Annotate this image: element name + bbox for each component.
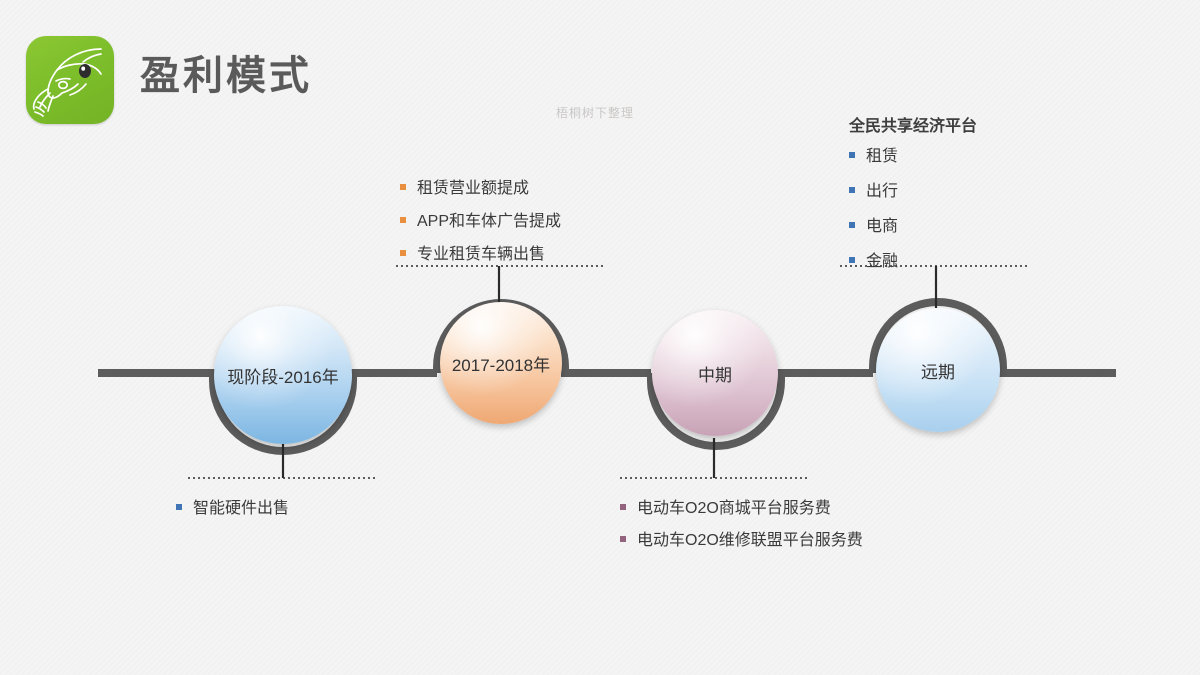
callout-bottom-left-list: 智能硬件出售 [176, 494, 289, 518]
timeline-node-2[interactable]: 2017-2018年 [440, 302, 562, 424]
list-item: 智能硬件出售 [176, 494, 289, 518]
callout-top-right-header: 全民共享经济平台 [849, 118, 978, 135]
callout-top-left: 租赁营业额提成 APP和车体广告提成 专业租赁车辆出售 [400, 174, 561, 273]
bullet-square-icon [849, 187, 855, 193]
callout-top-right-list: 租赁 出行 电商 金融 [849, 142, 977, 271]
list-item: 专业租赁车辆出售 [400, 240, 561, 264]
bullet-square-icon [620, 504, 626, 510]
list-item: 金融 [849, 247, 977, 271]
list-item: APP和车体广告提成 [400, 207, 561, 231]
bullet-square-icon [620, 536, 626, 542]
bullet-square-icon [849, 257, 855, 263]
list-item-label: 电动车O2O维修联盟平台服务费 [637, 532, 863, 549]
list-item: 租赁营业额提成 [400, 174, 561, 198]
bullet-square-icon [849, 222, 855, 228]
timeline-node-1-label: 现阶段-2016年 [227, 367, 339, 387]
timeline-node-3-label: 中期 [698, 365, 732, 385]
bullet-square-icon [400, 184, 406, 190]
bullet-square-icon [400, 250, 406, 256]
list-item-label: 出行 [866, 183, 899, 200]
list-item-label: 金融 [866, 253, 899, 270]
list-item: 电商 [849, 212, 977, 236]
callout-bottom-middle-list: 电动车O2O商城平台服务费 电动车O2O维修联盟平台服务费 [620, 494, 863, 550]
list-item-label: 租赁营业额提成 [417, 180, 530, 197]
list-item: 电动车O2O维修联盟平台服务费 [620, 526, 863, 550]
bullet-square-icon [176, 504, 182, 510]
timeline-node-3[interactable]: 中期 [652, 310, 778, 436]
timeline-node-4-label: 远期 [921, 362, 955, 382]
list-item: 出行 [849, 177, 977, 201]
bullet-square-icon [400, 217, 406, 223]
list-item: 电动车O2O商城平台服务费 [620, 494, 863, 518]
watermark-text: 梧桐树下整理 [556, 106, 635, 120]
list-item-label: APP和车体广告提成 [417, 213, 562, 230]
list-item: 租赁 [849, 142, 977, 166]
list-item-label: 租赁 [866, 148, 899, 165]
callout-top-right: 全民共享经济平台 租赁 出行 电商 金融 [849, 112, 977, 282]
list-item-label: 电商 [866, 218, 899, 235]
callout-bottom-middle: 电动车O2O商城平台服务费 电动车O2O维修联盟平台服务费 [620, 494, 863, 558]
callout-bottom-left: 智能硬件出售 [176, 494, 289, 527]
app-logo [26, 36, 114, 124]
bullet-square-icon [849, 152, 855, 158]
timeline-node-2-label: 2017-2018年 [451, 355, 551, 375]
list-item-label: 专业租赁车辆出售 [417, 246, 546, 263]
eagle-head-icon [32, 48, 102, 117]
callout-top-left-list: 租赁营业额提成 APP和车体广告提成 专业租赁车辆出售 [400, 174, 561, 264]
page-title: 盈利模式 [140, 54, 312, 98]
timeline-node-1[interactable]: 现阶段-2016年 [214, 306, 352, 444]
timeline-node-4[interactable]: 远期 [876, 308, 1000, 432]
list-item-label: 智能硬件出售 [193, 500, 290, 517]
list-item-label: 电动车O2O商城平台服务费 [637, 500, 831, 517]
